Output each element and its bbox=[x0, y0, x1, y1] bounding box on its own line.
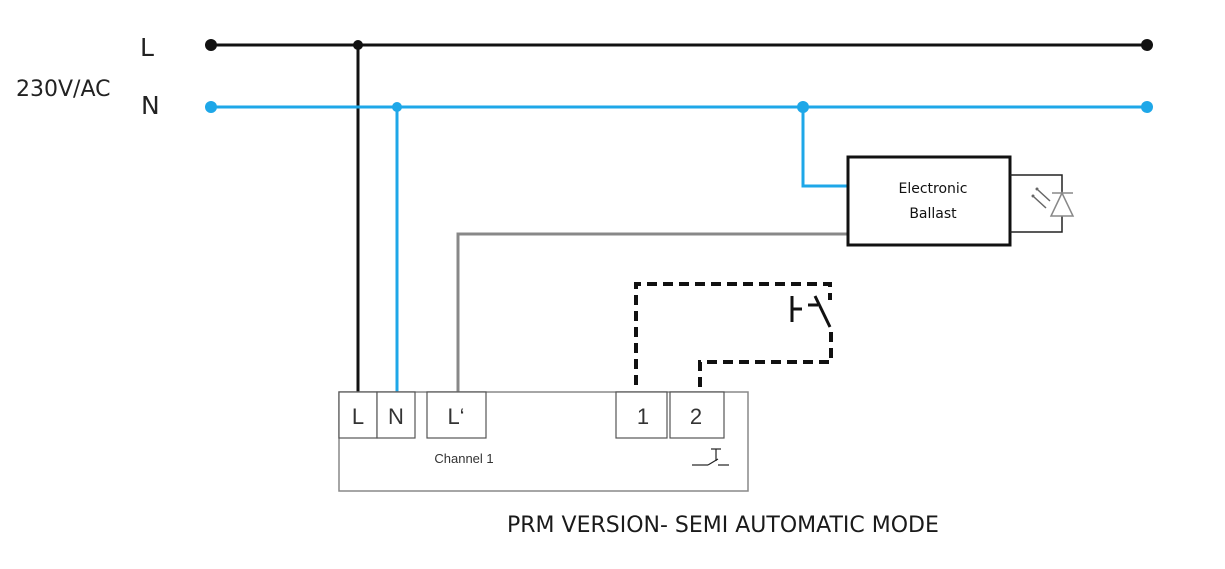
neutral-rail-end-dot bbox=[1141, 101, 1153, 113]
pushbutton-symbol-icon bbox=[692, 448, 729, 466]
neutral-rail-label: N bbox=[141, 91, 160, 120]
neutral-rail-start-dot bbox=[205, 101, 217, 113]
electronic-ballast-box bbox=[846, 155, 1012, 247]
channel-label: Channel 1 bbox=[434, 451, 493, 466]
svg-text:L‘: L‘ bbox=[447, 404, 464, 429]
voltage-label: 230V/AC bbox=[16, 77, 110, 102]
ballast-label-line1: Electronic bbox=[898, 181, 967, 197]
neutral-ballast-wire bbox=[801, 107, 848, 188]
pushbutton-wiring bbox=[634, 282, 833, 387]
terminal-l-prime: L‘ bbox=[426, 391, 487, 439]
led-lamp-icon bbox=[1010, 174, 1075, 233]
ballast-label-line2: Ballast bbox=[909, 206, 957, 222]
line-rail-start-dot bbox=[205, 39, 217, 51]
terminal-l: L bbox=[338, 391, 378, 439]
pushbutton-switch-icon bbox=[790, 295, 832, 328]
line-rail-label: L bbox=[140, 33, 154, 62]
line-rail-end-dot bbox=[1141, 39, 1153, 51]
svg-text:L: L bbox=[352, 404, 364, 429]
terminal-n: N bbox=[376, 391, 416, 439]
terminal-2: 2 bbox=[669, 391, 725, 439]
svg-text:2: 2 bbox=[690, 404, 702, 429]
diagram-caption: PRM VERSION- SEMI AUTOMATIC MODE bbox=[507, 513, 939, 538]
svg-text:1: 1 bbox=[637, 404, 649, 429]
svg-text:N: N bbox=[388, 404, 404, 429]
switched-output-wire bbox=[456, 232, 848, 392]
terminal-1: 1 bbox=[615, 391, 668, 439]
